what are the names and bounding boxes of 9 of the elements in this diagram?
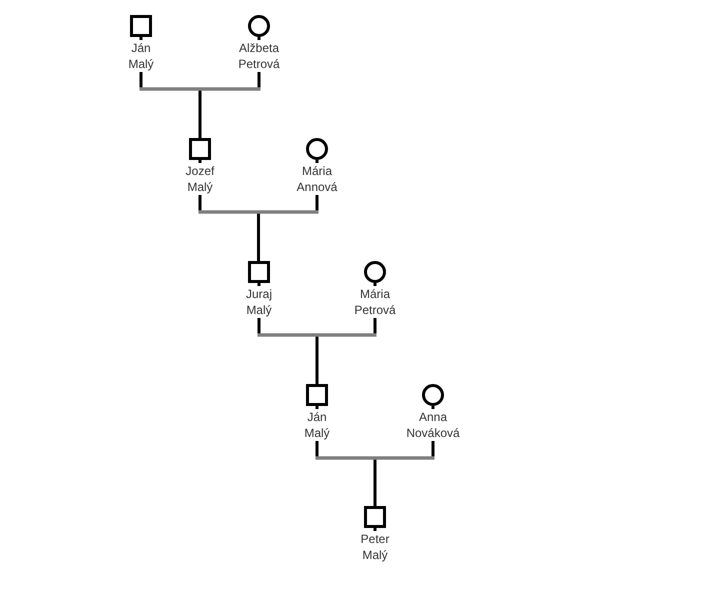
person-name: Juraj Malý (246, 286, 272, 318)
person-name: Ján Malý (304, 409, 330, 441)
person-name: Mária Annová (296, 163, 338, 195)
person-name: Anna Nováková (406, 409, 460, 441)
person-name: Mária Petrová (354, 286, 396, 318)
person-name: Jozef Malý (186, 163, 214, 195)
person-name: Peter Malý (360, 531, 390, 563)
person-name: Alžbeta Petrová (238, 40, 280, 72)
person-name: Ján Malý (128, 40, 154, 72)
